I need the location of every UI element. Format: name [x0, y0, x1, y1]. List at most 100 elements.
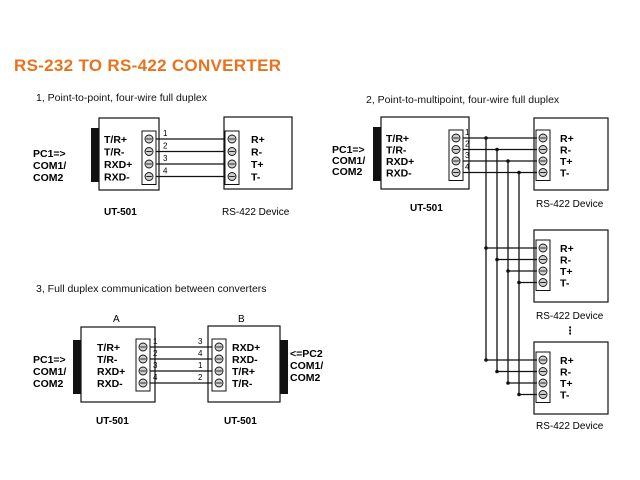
terminal-block	[141, 130, 157, 185]
device-pin-label: R-	[560, 145, 572, 157]
junction-dot	[506, 269, 510, 273]
converter-pin-label: T/R+	[232, 366, 255, 378]
terminal-block	[211, 338, 227, 392]
device-caption: RS-422 Device	[536, 199, 604, 210]
section-1-heading: 1, Point-to-point, four-wire full duplex	[36, 92, 207, 104]
converter-pin-label: T/R+	[104, 134, 127, 146]
device-pin-label: R-	[560, 367, 572, 379]
converter-pin-label: RXD-	[232, 354, 258, 366]
converter-caption: UT-501	[410, 203, 443, 214]
pc-label: COM1/	[332, 155, 365, 167]
wire-number: 3	[153, 361, 158, 370]
wire-number: 3	[465, 151, 470, 160]
pc-label: COM2	[332, 166, 362, 178]
terminal-block	[224, 130, 240, 185]
junction-dot	[506, 381, 510, 385]
device-pin-label: T+	[251, 159, 264, 171]
junction-dot	[495, 257, 499, 262]
wire-number: 1	[198, 361, 203, 370]
wire-number: 4	[153, 373, 158, 382]
device-pin-label: T-	[251, 172, 261, 184]
converter-a-caption: UT-501	[96, 416, 129, 427]
db9-connector	[91, 128, 99, 182]
converter-pin-label: T/R-	[386, 145, 407, 157]
pc-label: COM2	[290, 372, 320, 384]
wire-number: 2	[465, 140, 470, 149]
terminal-block	[135, 338, 151, 392]
converter-b-label: B	[238, 314, 245, 325]
converter-pin-label: RXD+	[97, 366, 125, 378]
device-pin-label: R-	[560, 255, 572, 267]
converter-pin-label: RXD-	[97, 378, 123, 390]
pc-label: COM1/	[290, 360, 323, 372]
device-pin-label: R+	[251, 134, 265, 146]
continuation-ellipsis: ⋮	[565, 325, 576, 337]
wire-number: 4	[465, 163, 470, 172]
db9-connector	[280, 340, 288, 394]
junction-dot	[517, 280, 521, 285]
device-caption: RS-422 Device	[536, 421, 604, 432]
junction-dot	[484, 358, 488, 362]
junction-dot	[484, 246, 488, 250]
junction-dot	[517, 170, 521, 175]
wire-number: 3	[163, 154, 168, 163]
pc-label: PC1=>	[33, 148, 66, 160]
device-caption: RS-422 Device	[222, 207, 290, 218]
converter-pin-label: T/R+	[386, 133, 409, 145]
wire-number: 3	[198, 337, 203, 346]
junction-dot	[517, 392, 521, 397]
junction-dot	[495, 369, 499, 374]
db9-connector	[73, 340, 81, 394]
pc-label: PC1=>	[33, 354, 66, 366]
device-pin-label: R+	[560, 355, 574, 367]
converter-pin-label: T/R+	[97, 342, 120, 354]
device-pin-label: R+	[560, 133, 574, 145]
junction-dot	[495, 147, 499, 152]
converter-pin-label: RXD+	[232, 342, 260, 354]
device-pin-label: T+	[560, 378, 573, 390]
terminal-block	[535, 129, 551, 181]
converter-pin-label: T/R-	[104, 147, 125, 159]
pc-label: COM2	[33, 172, 63, 184]
converter-pin-label: RXD+	[104, 159, 132, 171]
wire-number: 2	[198, 373, 203, 382]
wire-number: 1	[465, 128, 470, 137]
converter-b-caption: UT-501	[224, 416, 257, 427]
terminal-block	[535, 239, 551, 291]
wire-number: 1	[153, 337, 158, 346]
terminal-block	[535, 351, 551, 403]
device-pin-label: R+	[560, 243, 574, 255]
junction-dot	[484, 136, 488, 140]
pc-label: COM1/	[33, 160, 66, 172]
wire-number: 4	[198, 349, 203, 358]
section-2-heading: 2, Point-to-multipoint, four-wire full d…	[366, 94, 560, 106]
device-caption: RS-422 Device	[536, 311, 604, 322]
device-pin-label: T+	[560, 156, 573, 168]
device-pin-label: R-	[251, 147, 263, 159]
wire-number: 1	[163, 129, 168, 138]
db9-connector	[373, 127, 381, 181]
device-pin-label: T-	[560, 278, 570, 290]
device-pin-label: T-	[560, 390, 570, 402]
pc-label: COM2	[33, 378, 63, 390]
converter-caption: UT-501	[104, 207, 137, 218]
device-pin-label: T-	[560, 168, 570, 180]
pc-label: <=PC2	[290, 348, 323, 360]
pc-label: PC1=>	[332, 144, 365, 156]
converter-pin-label: RXD-	[104, 172, 130, 184]
wire-number: 2	[153, 349, 158, 358]
pc-label: COM1/	[33, 366, 66, 378]
device-pin-label: T+	[560, 266, 573, 278]
converter-a-label: A	[113, 314, 120, 325]
wire-number: 2	[163, 142, 168, 151]
converter-pin-label: RXD+	[386, 156, 414, 168]
main-title: RS-232 TO RS-422 CONVERTER	[14, 56, 282, 75]
converter-pin-label: T/R-	[97, 354, 118, 366]
terminal-block	[448, 129, 464, 181]
junction-dot	[506, 159, 510, 163]
wire-number: 4	[163, 167, 168, 176]
converter-pin-label: T/R-	[232, 378, 253, 390]
section-3-heading: 3, Full duplex communication between con…	[36, 283, 267, 295]
converter-pin-label: RXD-	[386, 168, 412, 180]
